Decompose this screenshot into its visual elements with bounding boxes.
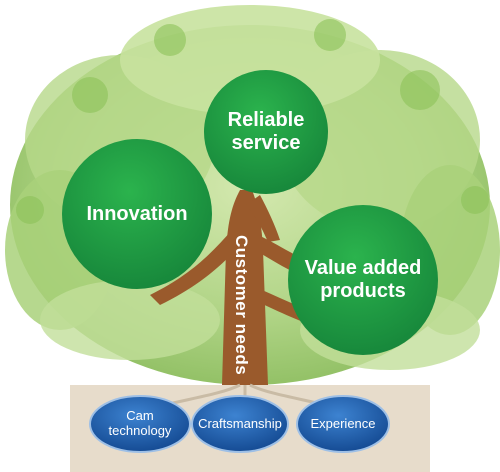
value-circle-innovation [62,139,212,289]
value-circle-reliable-service [204,70,328,194]
trunk-label: Customer needs [232,234,251,376]
trunk [150,190,330,385]
root-pill-craftsmanship [191,395,289,453]
value-circle-value-added-products [288,205,438,355]
root-pill-cam-technology [89,395,191,453]
root-pill-experience [296,395,390,453]
foliage [5,5,500,385]
